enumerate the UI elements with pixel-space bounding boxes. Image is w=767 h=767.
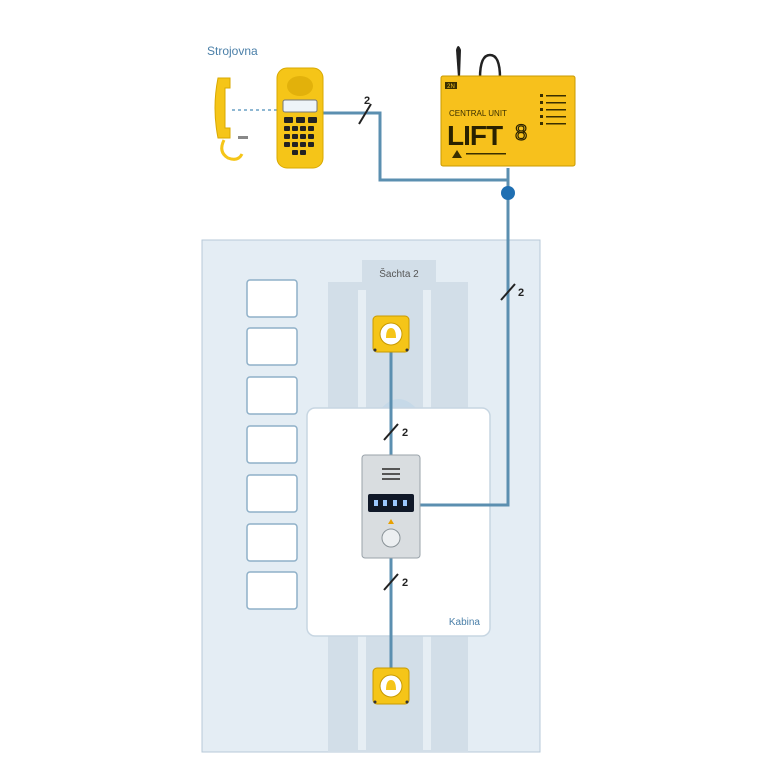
handheld-service-phone-icon [276,67,324,169]
antenna-icon [456,46,461,78]
intercom-panel-icon [361,454,421,559]
floor-box [246,425,298,464]
bell-alarm-icon [372,667,410,705]
central-unit: 2N CENTRAL UNIT LIFT 8 [440,46,576,167]
wires [322,111,510,668]
shaft-label: Šachta 2 [379,267,419,280]
unit-subtitle: CENTRAL UNIT [449,109,507,118]
floor-box [246,571,298,610]
floor-box [246,279,298,318]
floor-box [246,376,298,415]
wire-count-label: 2 [364,95,370,107]
unit-logo-number: 8 [515,120,527,145]
telephone-handset-icon [214,77,248,161]
unit-logo: LIFT [447,120,503,151]
cabin-label: Kabina [449,617,481,628]
junction-node [501,186,515,200]
floor-box [246,474,298,513]
machine-room-label: Strojovna [207,44,258,58]
floor-box [246,327,298,366]
wire-markers [358,103,516,591]
floor-box [246,523,298,562]
wire-phone-to-unit [322,111,510,182]
bell-alarm-icon [372,315,410,353]
wire-count-label: 2 [518,287,524,299]
wire-unit-to-panel [420,180,510,507]
gsm-loop-icon [478,53,502,79]
unit-badge: 2N [447,84,455,90]
floor-boxes [246,279,298,610]
wire-count-label: 2 [402,577,408,589]
shaft-header [362,260,436,284]
wire-count-label: 2 [402,427,408,439]
